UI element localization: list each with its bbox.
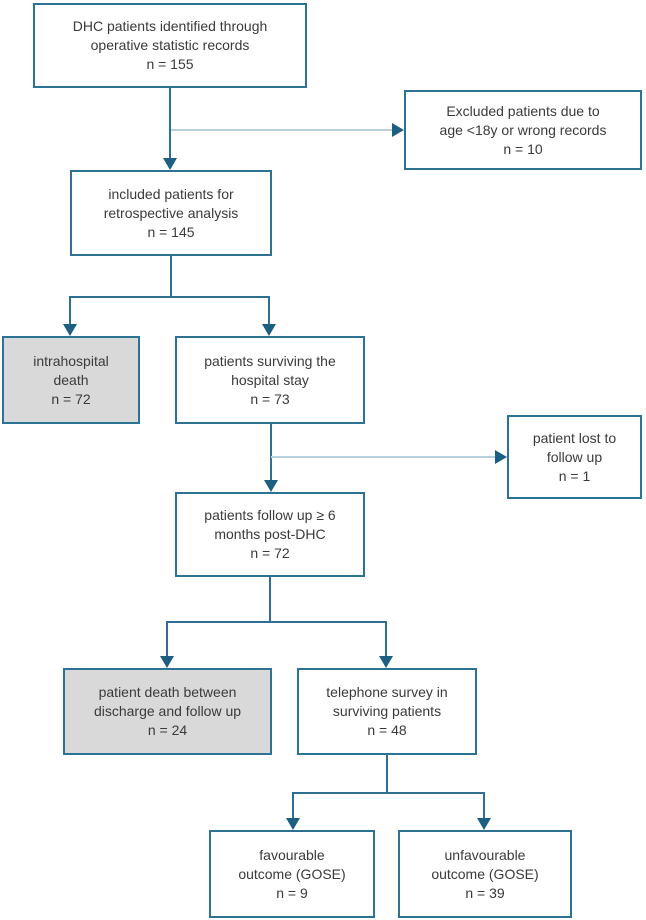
box-unfavourable-count: n = 39 [465, 884, 505, 901]
box-surviving-line2: hospital stay [231, 371, 309, 388]
box-intrahospital-death-line1: intrahospital [33, 352, 109, 369]
box-telephone-survey-line2: surviving patients [332, 703, 442, 719]
box-favourable-line2: outcome (GOSE) [238, 865, 346, 882]
box-favourable-count: n = 9 [276, 884, 308, 901]
box-included-count: n = 145 [147, 223, 195, 240]
box-telephone-survey-count: n = 48 [367, 722, 407, 738]
box-unfavourable-line1: unfavourable [444, 846, 526, 863]
connector-split1-left [69, 296, 71, 326]
box-followup-6m-line1: patients follow up ≥ 6 [204, 507, 336, 523]
connector-identified-down [169, 88, 171, 160]
connector-surviving-down [270, 423, 272, 482]
box-lost-followup-count: n = 1 [558, 467, 591, 484]
connector-split3-horizontal [292, 792, 484, 794]
connector-branch-lost [271, 456, 495, 458]
box-identified: DHC patients identified through operativ… [33, 3, 307, 88]
box-unfavourable: unfavourable outcome (GOSE) n = 39 [398, 830, 572, 918]
box-death-after-discharge: patient death between discharge and foll… [63, 668, 272, 755]
box-included: included patients for retrospective anal… [70, 170, 272, 256]
box-intrahospital-death-line2: death [53, 371, 89, 388]
arrowhead-into-intrahospital-death [63, 324, 77, 336]
box-excluded-line2: age <18y or wrong records [439, 121, 607, 138]
arrowhead-into-excluded [392, 123, 404, 137]
box-favourable-line1: favourable [259, 846, 325, 863]
arrowhead-into-included [163, 158, 177, 170]
connector-followup-down [269, 577, 271, 623]
box-intrahospital-death-count: n = 72 [51, 390, 91, 407]
arrowhead-into-unfavourable [477, 818, 491, 830]
connector-split2-right [385, 621, 387, 658]
arrowhead-into-favourable [286, 818, 300, 830]
box-surviving: patients surviving the hospital stay n =… [175, 336, 365, 424]
connector-split3-right [483, 792, 485, 820]
box-lost-followup-line2: follow up [546, 448, 603, 465]
connector-telephone-down [386, 755, 388, 794]
connector-split3-left [292, 792, 294, 820]
box-identified-count: n = 155 [146, 56, 194, 72]
box-death-after-discharge-count: n = 24 [147, 722, 188, 738]
arrowhead-into-telephone [379, 656, 393, 668]
connector-included-down [170, 256, 172, 298]
box-excluded: Excluded patients due to age <18y or wro… [404, 90, 642, 170]
box-followup-6m: patients follow up ≥ 6 months post-DHC n… [175, 492, 365, 577]
box-identified-line1: DHC patients identified through [72, 18, 268, 34]
box-intrahospital-death: intrahospital death n = 72 [2, 336, 140, 424]
box-telephone-survey-line1: telephone survey in [326, 684, 448, 700]
arrowhead-into-lost [495, 450, 507, 464]
box-identified-line2: operative statistic records [90, 37, 250, 53]
box-lost-followup-line1: patient lost to [532, 429, 617, 446]
box-telephone-survey: telephone survey in surviving patients n… [297, 668, 477, 755]
box-included-line2: retrospective analysis [103, 204, 239, 221]
box-followup-6m-line2: months post-DHC [214, 526, 326, 542]
box-excluded-count: n = 10 [503, 140, 543, 157]
connector-split1-right [268, 296, 270, 326]
box-unfavourable-line2: outcome (GOSE) [431, 865, 539, 882]
arrowhead-into-surviving [262, 324, 276, 336]
connector-split2-left [166, 621, 168, 658]
box-surviving-count: n = 73 [250, 390, 290, 407]
box-excluded-line1: Excluded patients due to [446, 102, 600, 119]
box-favourable: favourable outcome (GOSE) n = 9 [209, 830, 375, 918]
box-surviving-line1: patients surviving the [204, 352, 336, 369]
connector-branch-excluded [171, 129, 392, 131]
box-lost-followup: patient lost to follow up n = 1 [507, 415, 642, 499]
arrowhead-into-death-after-discharge [160, 656, 174, 668]
box-death-after-discharge-line2: discharge and follow up [93, 703, 242, 719]
connector-split1-horizontal [69, 296, 270, 298]
connector-split2-horizontal [166, 621, 387, 623]
box-included-line1: included patients for [108, 185, 234, 202]
box-death-after-discharge-line1: patient death between [98, 684, 237, 700]
box-followup-6m-count: n = 72 [250, 545, 290, 561]
arrowhead-into-followup [264, 480, 278, 492]
